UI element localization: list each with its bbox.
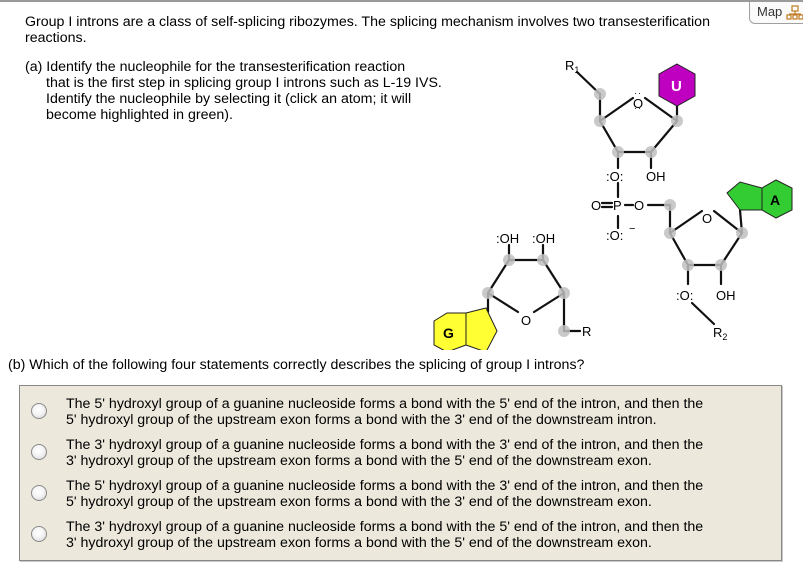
answer-choice-3[interactable]: The 5' hydroxyl group of a guanine nucle… xyxy=(20,474,781,514)
lower-ring-oxygen[interactable]: O xyxy=(702,211,712,226)
map-button[interactable]: Map xyxy=(749,2,803,24)
atom-c1-guanosine[interactable] xyxy=(482,287,494,299)
upper-ring-oxygen[interactable]: O xyxy=(633,96,643,111)
radio-button-1[interactable] xyxy=(31,403,47,419)
choice-text[interactable]: The 5' hydroxyl group of a guanine nucle… xyxy=(66,396,778,428)
choice-line-1: The 3' hydroxyl group of a guanine nucle… xyxy=(66,519,704,535)
guanosine-ring-oxygen[interactable]: O xyxy=(521,313,531,328)
phosphate-double-oxygen[interactable]: O xyxy=(591,198,601,213)
choice-line-1: The 5' hydroxyl group of a guanine nucle… xyxy=(66,478,704,494)
adenine-ring-6 xyxy=(761,179,793,219)
phosphorus-atom[interactable]: P xyxy=(613,198,622,213)
intro-text: Group I introns are a class of self-spli… xyxy=(25,14,710,46)
atom-c4-lower[interactable] xyxy=(664,227,676,239)
choice-line-2: 5' hydroxyl group of the upstream exon f… xyxy=(66,412,657,428)
upper-oh-label[interactable]: OH xyxy=(646,169,666,184)
choice-text[interactable]: The 3' hydroxyl group of a guanine nucle… xyxy=(66,519,778,551)
guanine-ring-5 xyxy=(465,307,498,350)
answer-choice-1[interactable]: The 5' hydroxyl group of a guanine nucle… xyxy=(20,392,781,432)
choice-line-2: 5' hydroxyl group of the upstream exon f… xyxy=(66,494,652,510)
negative-charge: − xyxy=(629,223,635,235)
radio-button-3[interactable] xyxy=(31,485,47,501)
uracil-base xyxy=(658,63,696,107)
radio-button-4[interactable] xyxy=(31,526,47,542)
r1-label: R1 xyxy=(565,58,579,75)
part-a-rest: that is the first step in splicing group… xyxy=(46,75,442,123)
atom-c1-lower[interactable] xyxy=(736,227,748,239)
answer-choice-4[interactable]: The 3' hydroxyl group of a guanine nucle… xyxy=(20,515,781,555)
lower-o3-label[interactable]: :O: xyxy=(676,288,693,303)
lone-pair-dots: ·· xyxy=(634,103,642,113)
atom-c5-upper[interactable] xyxy=(594,88,606,100)
atom-c2-lower[interactable] xyxy=(715,259,727,271)
choice-text[interactable]: The 5' hydroxyl group of a guanine nucle… xyxy=(66,478,778,510)
lone-pair-dots: ·· xyxy=(634,88,642,98)
atom-c2-upper[interactable] xyxy=(645,146,657,158)
atom-c4-guanosine[interactable] xyxy=(558,287,570,299)
map-label: Map xyxy=(757,4,783,19)
phosphate-minus-oxygen[interactable]: :O: xyxy=(606,228,623,243)
guanosine-2oh[interactable]: :OH xyxy=(532,231,555,246)
r2-label: R2 xyxy=(713,325,727,342)
answer-choice-2[interactable]: The 3' hydroxyl group of a guanine nucle… xyxy=(20,433,781,473)
part-a-prompt: (a) Identify the nucleophile for the tra… xyxy=(25,59,455,123)
guanosine-r-label: R xyxy=(582,324,591,339)
splicing-structure-diagram[interactable]: R1 O ·· ·· :O: OH U O P O :O: − A O :O: … xyxy=(420,50,803,350)
adenine-ring-5 xyxy=(726,181,763,211)
atom-c3-upper[interactable] xyxy=(612,146,624,158)
answer-choices-panel: The 5' hydroxyl group of a guanine nucle… xyxy=(19,385,782,561)
atom-c4-upper[interactable] xyxy=(594,115,606,127)
radio-button-2[interactable] xyxy=(31,444,47,460)
choice-line-1: The 3' hydroxyl group of a guanine nucle… xyxy=(66,437,704,453)
choice-line-1: The 5' hydroxyl group of a guanine nucle… xyxy=(66,396,704,412)
choice-line-2: 3' hydroxyl group of the upstream exon f… xyxy=(66,453,652,469)
atom-c5-guanosine[interactable] xyxy=(558,325,570,337)
guanine-label: G xyxy=(443,325,454,341)
lower-oh-label[interactable]: OH xyxy=(716,288,736,303)
atom-c2-guanosine[interactable] xyxy=(537,254,549,266)
atom-c3-guanosine[interactable] xyxy=(503,254,515,266)
sitemap-icon xyxy=(786,5,803,20)
choice-text[interactable]: The 3' hydroxyl group of a guanine nucle… xyxy=(66,437,778,469)
atom-c5-lower[interactable] xyxy=(664,199,676,211)
choice-line-2: 3' hydroxyl group of the upstream exon f… xyxy=(66,535,652,551)
atom-c3-lower[interactable] xyxy=(682,259,694,271)
part-b-question: (b) Which of the following four statemen… xyxy=(8,357,585,373)
top-divider xyxy=(0,0,803,2)
phosphate-bridge-oxygen[interactable]: O xyxy=(634,198,644,213)
uracil-label: U xyxy=(671,78,682,95)
atom-c1-upper[interactable] xyxy=(671,115,683,127)
adenine-label: A xyxy=(770,192,780,208)
upper-o3-label[interactable]: :O: xyxy=(606,169,623,184)
guanosine-3oh[interactable]: :OH xyxy=(496,231,519,246)
part-a-first-line: (a) Identify the nucleophile for the tra… xyxy=(25,59,406,75)
